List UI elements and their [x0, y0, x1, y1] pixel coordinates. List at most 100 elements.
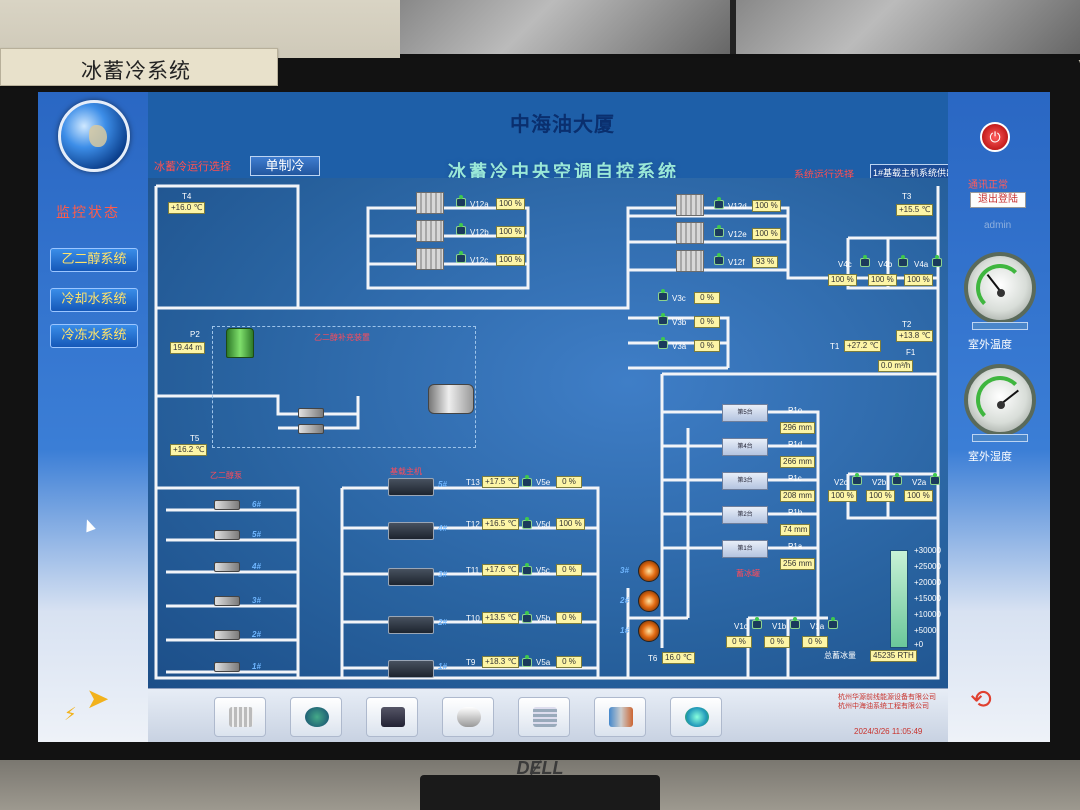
valve-readout: 100 % — [496, 198, 525, 210]
valve-icon[interactable] — [658, 337, 668, 349]
toolbar-report-button[interactable] — [670, 697, 722, 737]
tower-icon — [533, 707, 557, 727]
ice-storage-bar — [890, 550, 908, 648]
valve-readout: 100 % — [866, 490, 895, 502]
chiller-unit[interactable] — [388, 616, 434, 634]
ice-tank[interactable]: 第2台 — [722, 506, 768, 524]
refresh-icon[interactable]: ⟲ — [970, 684, 992, 714]
cooling-tower — [416, 192, 444, 214]
toolbar-tower-button[interactable] — [518, 697, 570, 737]
valve-icon[interactable] — [658, 313, 668, 325]
valve-icon[interactable] — [522, 475, 532, 487]
chiller-temp-readout: +17.6 ℃ — [482, 564, 520, 576]
valve-icon[interactable] — [932, 255, 942, 267]
chiller-unit[interactable] — [388, 478, 434, 496]
glycol-pump[interactable] — [214, 562, 240, 572]
f1-readout: 0.0 m³/h — [878, 360, 914, 372]
pump-icon — [609, 707, 633, 727]
valve-icon[interactable] — [456, 223, 466, 235]
valve-icon[interactable] — [714, 197, 724, 209]
power-button[interactable]: ⏻ — [980, 122, 1010, 152]
glycol-pump[interactable] — [214, 596, 240, 606]
valve-icon[interactable] — [898, 255, 908, 267]
toolbar-system-button[interactable] — [290, 697, 342, 737]
valve-readout: 0 % — [556, 564, 582, 576]
sidebar-item-cooling-water[interactable]: 冷却水系统 — [50, 288, 138, 312]
toolbar-pump-button[interactable] — [594, 697, 646, 737]
chiller-id: 5# — [438, 480, 447, 489]
chiller-unit[interactable] — [388, 522, 434, 540]
level-label: P1d — [788, 440, 803, 449]
bolt-icon: ⚡ — [64, 704, 77, 724]
valve-readout: 93 % — [752, 256, 778, 268]
ice-tank[interactable]: 第5台 — [722, 404, 768, 422]
sidebar-item-glycol-system[interactable]: 乙二醇系统 — [50, 248, 138, 272]
valve-icon[interactable] — [522, 655, 532, 667]
heat-exchanger-icon[interactable] — [638, 590, 660, 612]
ice-tank[interactable]: 第1台 — [722, 540, 768, 558]
cooling-tower — [676, 194, 704, 216]
toolbar-overview-button[interactable] — [214, 697, 266, 737]
valve-icon[interactable] — [522, 517, 532, 529]
chiller-unit[interactable] — [388, 568, 434, 586]
valve-icon[interactable] — [456, 251, 466, 263]
valve-icon[interactable] — [752, 617, 762, 629]
monitor-brand-logo: DɆLL — [516, 758, 564, 778]
valve-icon[interactable] — [522, 611, 532, 623]
valve-icon[interactable] — [892, 473, 902, 485]
valve-icon[interactable] — [522, 563, 532, 575]
ice-tank[interactable]: 第3台 — [722, 472, 768, 490]
valve-readout: 0 % — [694, 292, 720, 304]
valve-icon[interactable] — [930, 473, 940, 485]
t4-readout: +16.0 ℃ — [168, 202, 206, 214]
valve-icon[interactable] — [456, 195, 466, 207]
pump-id: 1# — [252, 662, 261, 671]
glycol-pump[interactable] — [214, 630, 240, 640]
outdoor-temp-label: 室外温度 — [968, 339, 1012, 351]
logout-button[interactable]: 退出登陆 — [970, 192, 1026, 208]
valve-readout: 100 % — [828, 490, 857, 502]
monitor-stand — [420, 775, 660, 810]
glycol-pump[interactable] — [214, 500, 240, 510]
camera-feed — [400, 0, 730, 54]
glycol-pump[interactable] — [214, 662, 240, 672]
pump-id: 5# — [252, 530, 261, 539]
valve-icon[interactable] — [852, 473, 862, 485]
base-chiller-label: 基载主机 — [390, 467, 422, 476]
valve-icon[interactable] — [714, 225, 724, 237]
valve-label: V5c — [536, 566, 550, 575]
chiller-unit[interactable] — [388, 660, 434, 678]
glycol-pump[interactable] — [214, 530, 240, 540]
t2-readout: +13.8 ℃ — [896, 330, 934, 342]
makeup-tank — [428, 384, 474, 414]
camera-feed — [736, 0, 1080, 54]
valve-label: V3a — [672, 342, 687, 351]
valve-icon[interactable] — [658, 289, 668, 301]
toolbar-chiller-button[interactable] — [366, 697, 418, 737]
valve-icon[interactable] — [828, 617, 838, 629]
arrow-right-icon[interactable]: ➤ — [86, 683, 110, 714]
pump-id: 2# — [252, 630, 261, 639]
valve-label: V5e — [536, 478, 551, 487]
valve-icon[interactable] — [714, 253, 724, 265]
pump-icon[interactable] — [298, 408, 324, 418]
ice-total-label: 总蓄冰量 — [824, 651, 856, 660]
heat-exchanger-icon[interactable] — [638, 560, 660, 582]
mode-select[interactable]: 单制冷 — [250, 156, 320, 176]
level-label: P1b — [788, 508, 803, 517]
glycol-pump-label: 乙二醇泵 — [210, 471, 242, 480]
toolbar-tank-button[interactable] — [442, 697, 494, 737]
system-run-label: 系统运行选择 — [794, 170, 854, 181]
company-info: 杭州华源前线能源设备有限公司 杭州中海油系统工程有限公司 — [838, 694, 936, 710]
valve-icon[interactable] — [790, 617, 800, 629]
pump-id: 3# — [252, 596, 261, 605]
valve-icon[interactable] — [860, 255, 870, 267]
pump-icon[interactable] — [298, 424, 324, 434]
valve-label: V5d — [536, 520, 551, 529]
ice-tank[interactable]: 第4台 — [722, 438, 768, 456]
chiller-temp-readout: +17.5 ℃ — [482, 476, 520, 488]
level-label: P1c — [788, 474, 802, 483]
chiller-temp-label: T10 — [466, 614, 480, 623]
sidebar-item-chilled-water[interactable]: 冷冻水系统 — [50, 324, 138, 348]
heat-exchanger-icon[interactable] — [638, 620, 660, 642]
